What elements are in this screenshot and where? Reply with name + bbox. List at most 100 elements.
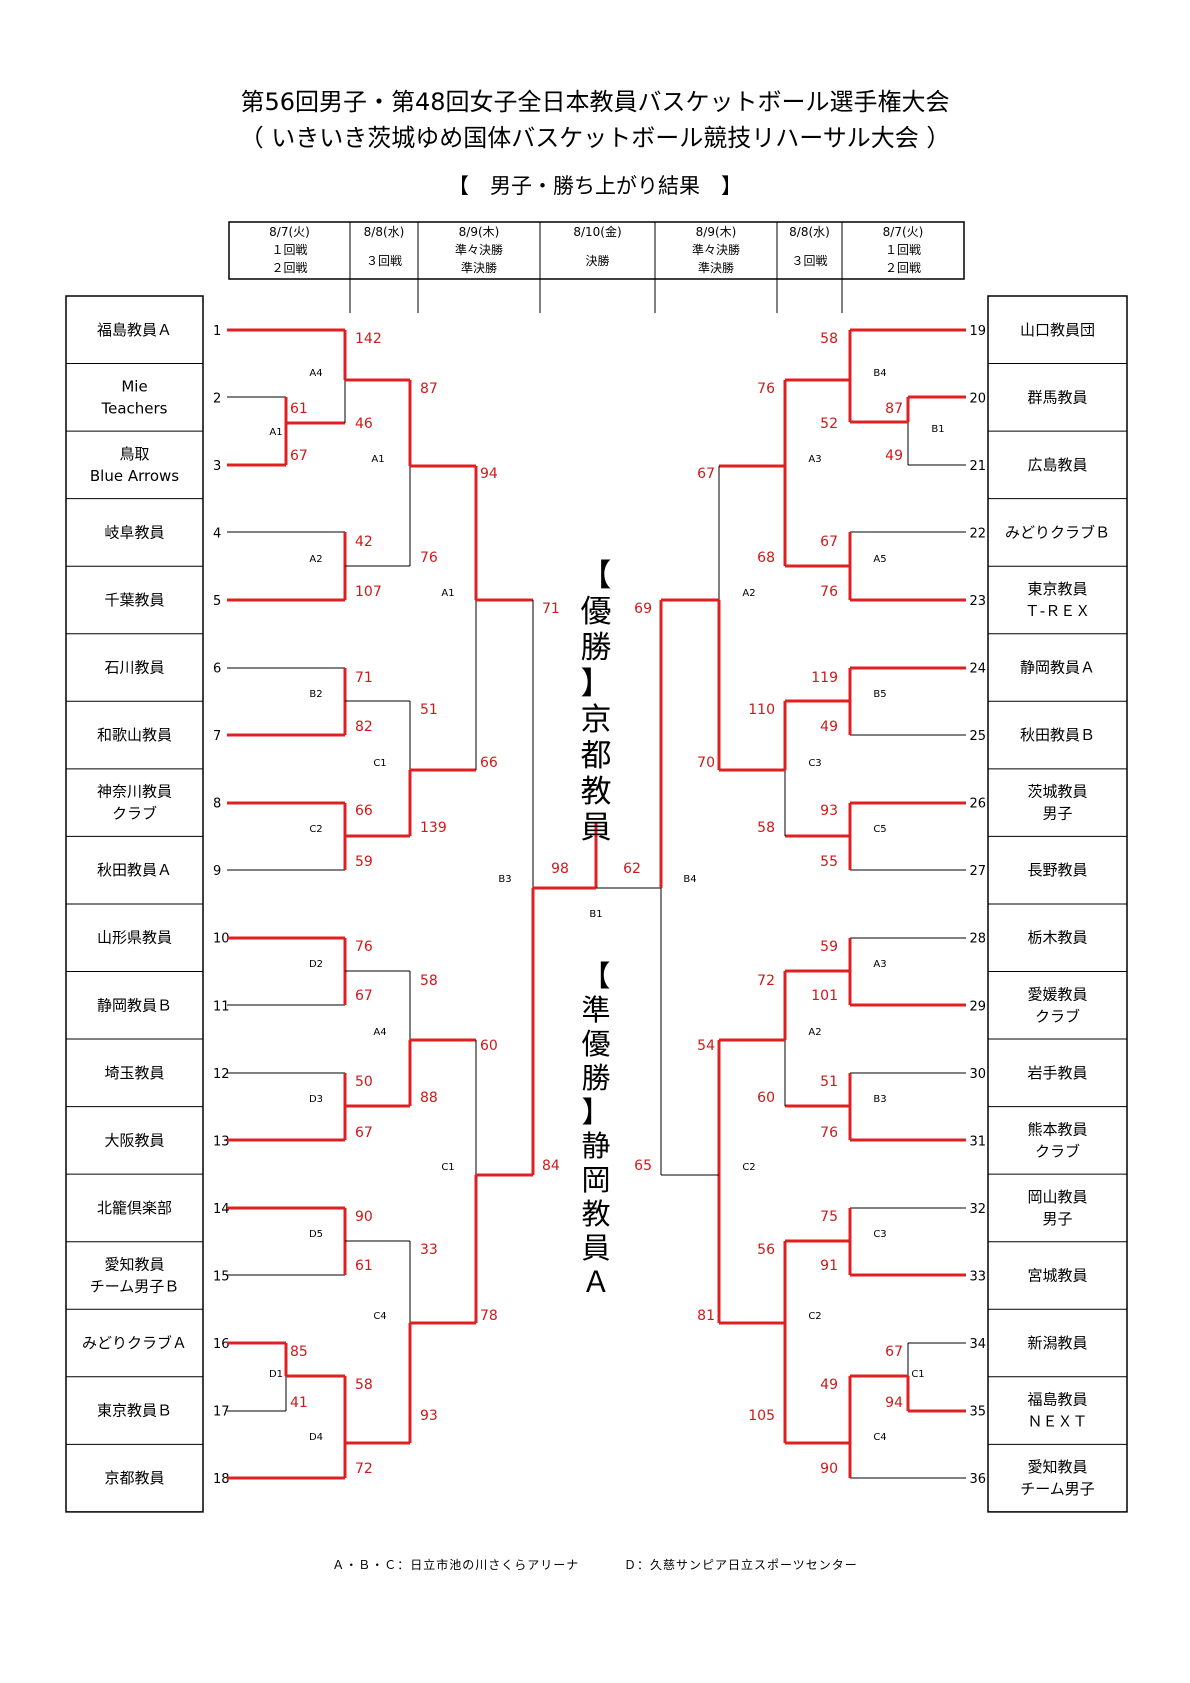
schedule-cell: 準決勝	[461, 260, 497, 275]
left-team-name: 埼玉教員	[104, 1064, 164, 1082]
score: 33	[420, 1242, 438, 1258]
seed-number: 10	[213, 932, 230, 947]
schedule-cell: 準々決勝	[692, 242, 740, 257]
score: 71	[542, 601, 560, 617]
seed-number: 35	[969, 1405, 986, 1420]
seed-number: 4	[213, 526, 221, 541]
score: 67	[290, 448, 308, 464]
left-team-name: 鳥取	[119, 445, 149, 463]
champion-text: 】	[581, 666, 612, 702]
score: 58	[355, 1377, 373, 1393]
champion-text: 員	[581, 810, 612, 846]
score: 65	[634, 1158, 652, 1174]
seed-number: 30	[969, 1067, 986, 1082]
match-id: D1	[269, 1369, 283, 1380]
champion-text: 優	[581, 594, 612, 630]
left-team-name: 岐阜教員	[104, 523, 164, 541]
seed-number: 6	[213, 662, 221, 677]
left-team-name: 京都教員	[104, 1469, 164, 1487]
seed-number: 21	[969, 459, 986, 474]
score: 58	[820, 331, 838, 347]
runnerup-text: 】	[581, 1095, 610, 1129]
champion-text: 【	[581, 558, 612, 594]
score: 41	[290, 1395, 308, 1411]
venue-d: Ｄ：久慈サンピア日立スポーツセンター	[624, 1558, 858, 1572]
score: 67	[820, 534, 838, 550]
match-id: B4	[683, 874, 696, 885]
match-id: B3	[873, 1094, 886, 1105]
schedule-cell: ２回戦	[885, 261, 921, 275]
score: 101	[811, 988, 838, 1004]
schedule-cell: 8/9(木)	[696, 225, 737, 239]
seed-number: 8	[213, 797, 221, 812]
right-team-name: 愛知教員	[1027, 1458, 1087, 1476]
left-team-name: 静岡教員Ｂ	[97, 996, 172, 1014]
match-id: B1	[589, 909, 602, 920]
right-team-name: チーム男子	[1020, 1480, 1095, 1498]
seed-number: 7	[213, 729, 221, 744]
right-team-name: 福島教員	[1027, 1391, 1087, 1409]
score: 60	[757, 1090, 775, 1106]
match-id: A4	[309, 368, 322, 379]
match-id: B2	[309, 689, 322, 700]
left-team-name: 神奈川教員	[97, 783, 172, 801]
left-team-name: Blue Arrows	[90, 467, 179, 485]
schedule-cell: 8/7(火)	[269, 225, 310, 239]
runnerup-text: Ａ	[581, 1265, 610, 1299]
schedule-cell: ３回戦	[791, 254, 827, 268]
match-id: D2	[309, 959, 323, 970]
venue-footer: Ａ・Ｂ・Ｃ：日立市池の川さくらアリーナ Ｄ：久慈サンピア日立スポーツセンター	[0, 1556, 1190, 1573]
score: 49	[885, 448, 903, 464]
score: 42	[355, 534, 373, 550]
schedule-cell: 準決勝	[698, 260, 734, 275]
score: 88	[420, 1090, 438, 1106]
match-id: C3	[808, 758, 821, 769]
score: 70	[697, 755, 715, 771]
score: 50	[355, 1074, 373, 1090]
match-id: C4	[873, 1432, 886, 1443]
score: 58	[420, 973, 438, 989]
match-id: A2	[808, 1027, 821, 1038]
match-id: B4	[873, 368, 886, 379]
champion-text: 京	[581, 702, 612, 738]
right-team-name: 茨城教員	[1027, 783, 1087, 801]
left-team-name: チーム男子Ｂ	[90, 1277, 180, 1295]
schedule-header	[228, 221, 965, 280]
left-team-name: 東京教員Ｂ	[97, 1402, 172, 1420]
left-team-name: 北籠倶楽部	[97, 1199, 172, 1217]
score: 56	[757, 1242, 775, 1258]
schedule-cell: 8/8(水)	[364, 225, 405, 239]
score: 87	[420, 381, 438, 397]
score: 76	[820, 1125, 838, 1141]
score: 90	[820, 1461, 838, 1477]
right-team-name: 群馬教員	[1027, 388, 1087, 406]
match-id: B1	[931, 424, 944, 435]
match-id: C3	[873, 1229, 886, 1240]
seed-number: 5	[213, 594, 221, 609]
score: 90	[355, 1209, 373, 1225]
right-team-name: クラブ	[1035, 1007, 1080, 1025]
score: 139	[420, 820, 447, 836]
score: 58	[757, 820, 775, 836]
score: 60	[480, 1038, 498, 1054]
seed-number: 20	[969, 391, 986, 406]
score: 59	[355, 854, 373, 870]
score: 61	[355, 1258, 373, 1274]
seed-number: 27	[969, 864, 986, 879]
runnerup-text: 準	[581, 993, 610, 1027]
match-id: C2	[309, 824, 322, 835]
right-team-name: 栃木教員	[1027, 929, 1087, 947]
score: 94	[480, 466, 498, 482]
right-team-name: 熊本教員	[1027, 1120, 1087, 1138]
seed-number: 14	[213, 1202, 230, 1217]
tournament-subtitle: （ いきいき茨城ゆめ国体バスケットボール競技リハーサル大会 ）	[239, 124, 951, 152]
left-team-name: みどりクラブＡ	[82, 1334, 187, 1352]
left-team-name: 秋田教員Ａ	[97, 861, 172, 879]
seed-number: 28	[969, 932, 986, 947]
runnerup-text: 岡	[581, 1163, 610, 1197]
schedule-cell: 決勝	[585, 253, 609, 268]
seed-number: 11	[213, 999, 230, 1014]
venue-abc: Ａ・Ｂ・Ｃ：日立市池の川さくらアリーナ	[332, 1558, 580, 1572]
right-team-name: 新潟教員	[1027, 1334, 1087, 1352]
seed-number: 12	[213, 1067, 230, 1082]
